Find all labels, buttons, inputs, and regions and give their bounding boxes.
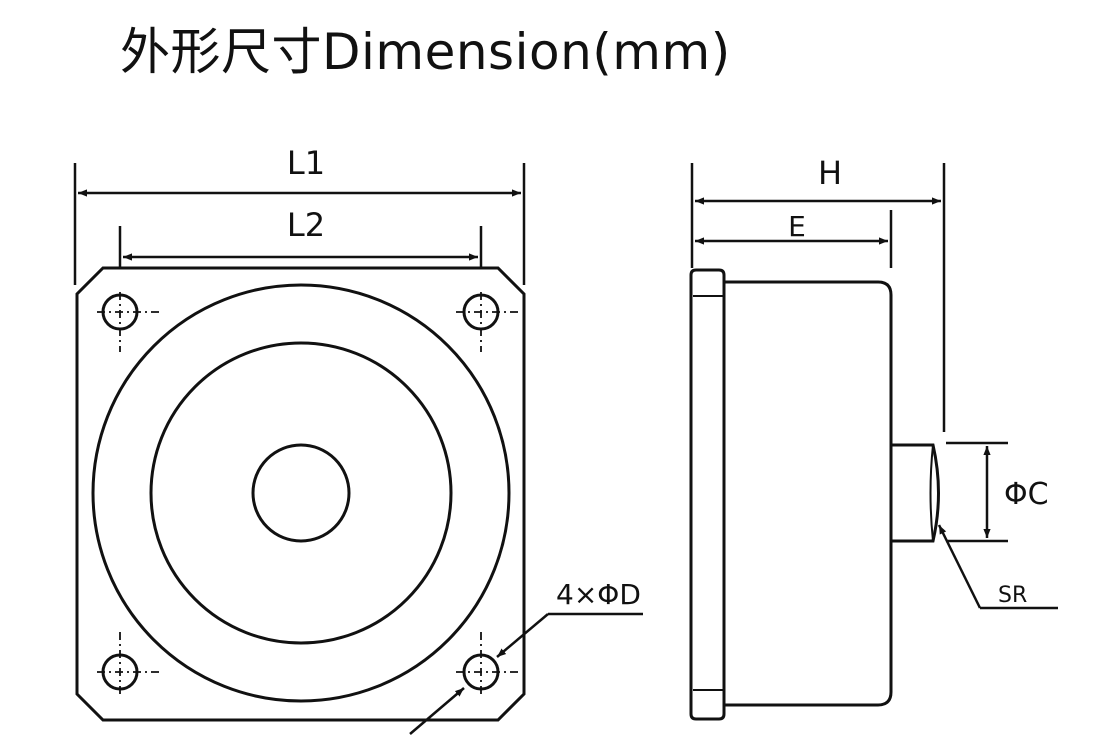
side-view bbox=[689, 163, 1058, 721]
label-e: E bbox=[788, 210, 806, 243]
label-sr: SR bbox=[998, 583, 1027, 608]
dimension-l1 bbox=[73, 163, 526, 285]
dimension-c bbox=[946, 441, 1008, 543]
mounting-hole-bottom-left bbox=[97, 632, 160, 694]
label-4xphid: 4×ΦD bbox=[556, 578, 641, 611]
motor-body bbox=[724, 280, 893, 707]
page-title: 外形尺寸Dimension(mm) bbox=[120, 23, 731, 81]
mounting-hole-top-left bbox=[97, 292, 160, 352]
label-h: H bbox=[818, 154, 842, 192]
label-l1: L1 bbox=[287, 144, 325, 182]
dimension-l2 bbox=[118, 226, 483, 268]
hole-leader bbox=[409, 612, 643, 735]
inner-ring bbox=[149, 341, 453, 645]
center-boss bbox=[251, 443, 351, 543]
label-l2: L2 bbox=[287, 206, 325, 244]
dimension-h bbox=[690, 163, 946, 432]
flange-outline bbox=[75, 266, 526, 722]
front-view bbox=[73, 163, 643, 735]
flange-plate bbox=[689, 268, 726, 721]
mounting-hole-top-right bbox=[456, 292, 520, 352]
outer-ring bbox=[91, 283, 511, 703]
mounting-hole-bottom-right bbox=[456, 632, 520, 694]
label-phic: ΦC bbox=[1004, 477, 1049, 512]
dimension-e bbox=[695, 210, 893, 268]
sr-leader bbox=[937, 524, 1058, 610]
